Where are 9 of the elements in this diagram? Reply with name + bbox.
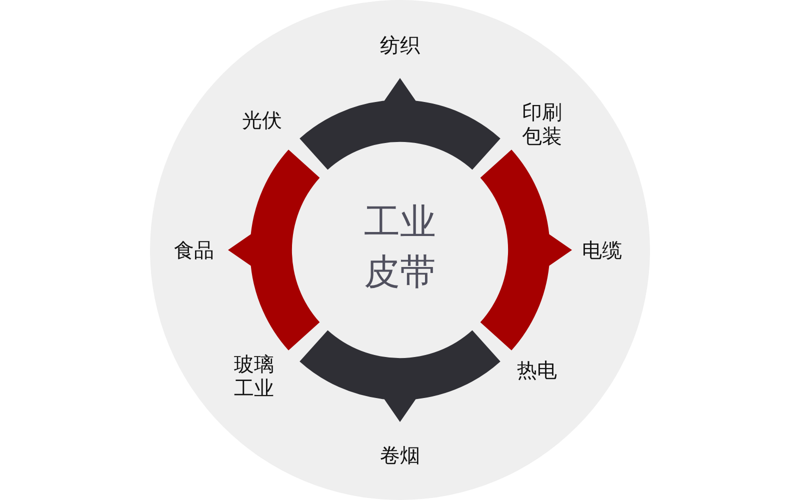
industry-label: 电缆 [582, 238, 622, 262]
center-title: 工业皮带 [364, 201, 436, 295]
industry-label: 食品 [174, 238, 214, 262]
industry-label: 纺织 [380, 33, 420, 57]
industry-label: 光伏 [242, 108, 282, 132]
industry-label: 印刷包装 [522, 100, 562, 148]
industry-label: 玻璃工业 [234, 352, 274, 400]
industry-label: 卷烟 [380, 443, 420, 467]
industry-label: 热电 [517, 358, 557, 382]
